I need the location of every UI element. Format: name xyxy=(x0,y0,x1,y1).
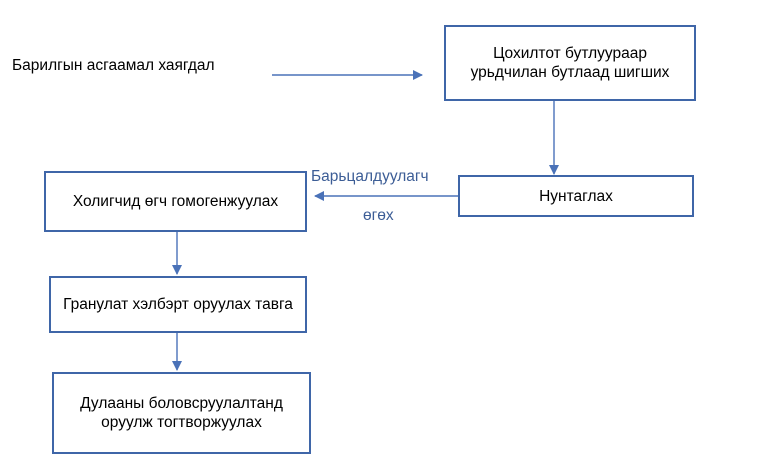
node-grinding-text: Нунтаглах xyxy=(539,187,613,205)
node-mixing-homogenize: Холигчид өгч гомогенжуулах xyxy=(44,171,307,232)
node-mixing-text: Холигчид өгч гомогенжуулах xyxy=(72,193,279,210)
binder-label-line2: өгөх xyxy=(363,207,394,224)
node-crush-and-screen: Цохилтот бутлуураар урьдчилан бутлаад ши… xyxy=(444,25,696,101)
node-grinding: Нунтаглах xyxy=(458,175,694,217)
node-thermal-curing: Дулааны боловсруулалтанд оруулж тогтворж… xyxy=(52,372,311,454)
node-granulation-text: Гранулат хэлбэрт оруулах тавга xyxy=(63,296,293,313)
node-curing-text: Дулааны боловсруулалтанд оруулж тогтворж… xyxy=(80,395,283,431)
node-crush-text: Цохилтот бутлуураар урьдчилан бутлаад ши… xyxy=(470,45,670,81)
input-material-label: Барилгын асгаамал хаягдал xyxy=(12,57,215,74)
binder-label-line1: Барьцалдуулагч xyxy=(311,168,429,185)
node-granulation: Гранулат хэлбэрт оруулах тавга xyxy=(49,276,307,333)
